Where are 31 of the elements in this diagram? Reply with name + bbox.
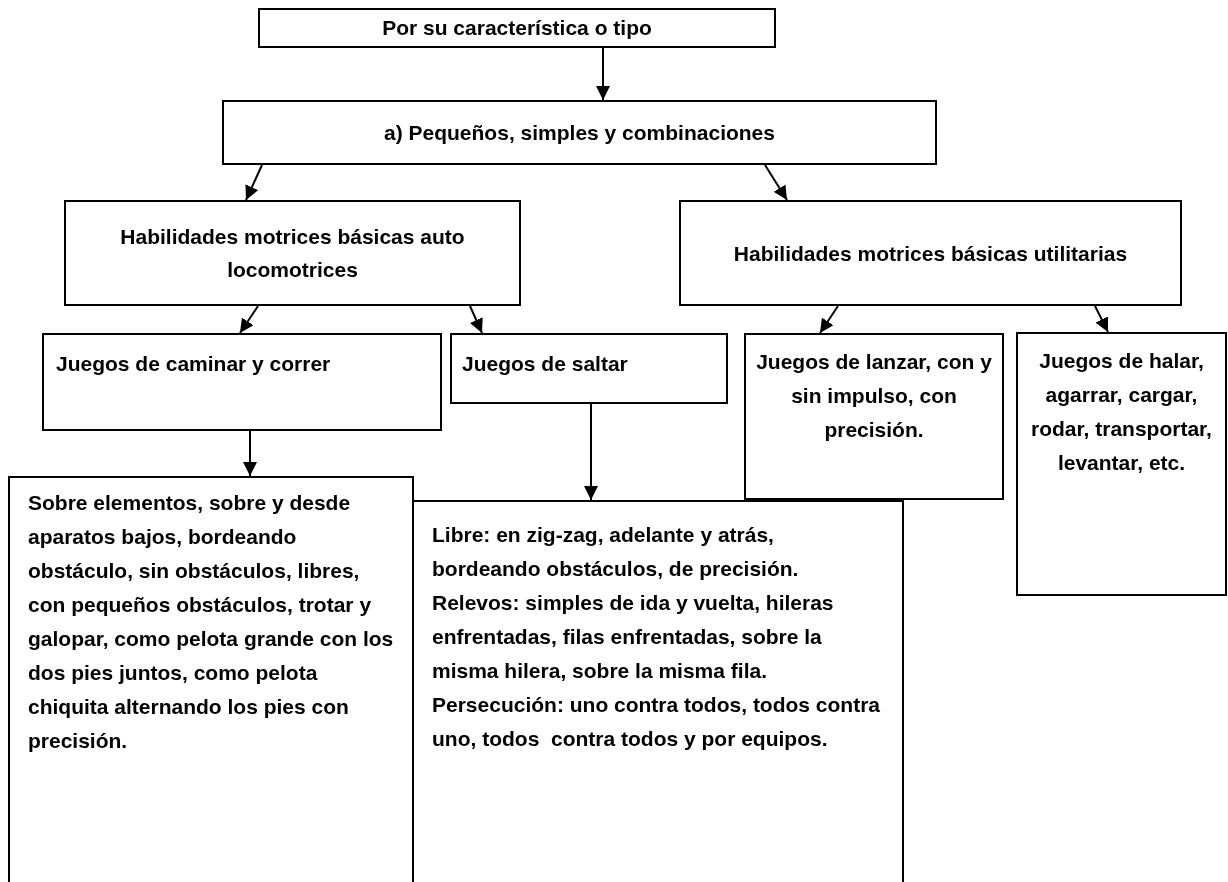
- process-box: [412, 500, 904, 882]
- box-text: Juegos de halar, agarrar, cargar, rodar, transportar, levantar, etc.: [1030, 348, 1213, 476]
- box-text: Juegos de saltar: [462, 351, 629, 377]
- process-box: [8, 476, 414, 882]
- box-text: Juegos de lanzar, con y sin impulso, con precisión.: [755, 349, 993, 443]
- arrow: [596, 47, 610, 101]
- arrow: [764, 164, 788, 201]
- arrow: [243, 430, 257, 477]
- box-text: Relevos: simples de ida y vuelta, hileras enfrentadas, filas enfrentadas, sobre la misma hilera, sobre la misma fila.: [432, 590, 835, 684]
- process-box: [679, 200, 1182, 306]
- process-box: [450, 333, 728, 404]
- arrow: [1094, 305, 1109, 333]
- process-box: [1016, 332, 1227, 596]
- arrow: [239, 305, 259, 334]
- box-text: Por su característica o tipo: [381, 15, 653, 41]
- arrow: [469, 305, 483, 334]
- process-box: [222, 100, 937, 165]
- arrow: [819, 305, 839, 334]
- arrow: [245, 164, 263, 201]
- box-text: Habilidades motrices básicas auto locomotrices: [119, 224, 466, 283]
- box-text: Sobre elementos, sobre y desde aparatos bajos, bordeando obstáculo, sin obstáculos, libres, con pequeños obstáculos, trotar y galopar, como pelota grande con los dos pies juntos, como pelota chiquita alternando los pies con precisión.: [28, 490, 394, 754]
- process-box: [744, 333, 1004, 500]
- process-box: [42, 333, 442, 431]
- box-text: Persecución: uno contra todos, todos contra uno, todos contra todos y por equipos.: [432, 692, 882, 752]
- process-box: [64, 200, 521, 306]
- process-box: [258, 8, 776, 48]
- box-text: Habilidades motrices básicas utilitarias: [732, 240, 1129, 267]
- box-text: Juegos de caminar y correr: [56, 351, 332, 377]
- box-text: a) Pequeños, simples y combinaciones: [383, 119, 776, 146]
- arrow: [584, 403, 598, 501]
- box-text: Libre: en zig-zag, adelante y atrás, bordeando obstáculos, de precisión.: [432, 522, 800, 582]
